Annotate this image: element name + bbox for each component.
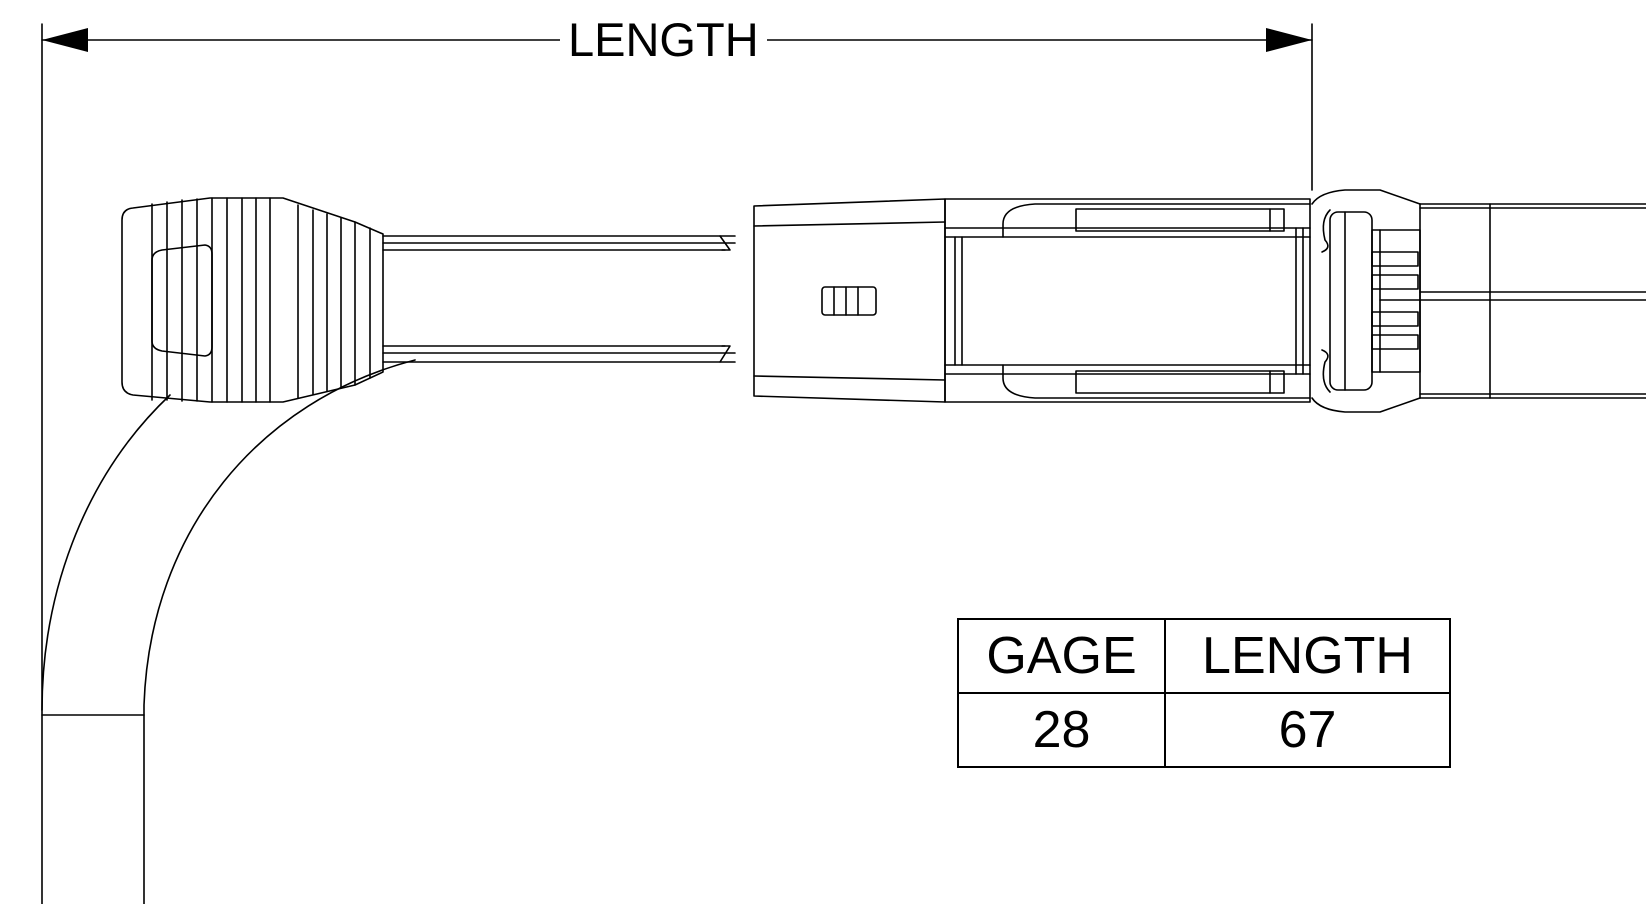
gage-value: 28 [957, 692, 1166, 768]
length-dimension-label: LENGTH [560, 12, 767, 68]
contact-fingers [1371, 229, 1421, 373]
cable-bend [41, 359, 416, 904]
spring-latch [1311, 189, 1421, 413]
pull-tab [121, 197, 384, 403]
right-arrowhead [1266, 28, 1312, 52]
length-header: LENGTH [1164, 618, 1451, 694]
spec-table-header-row: GAGE LENGTH [957, 618, 1451, 694]
grip-ridges [151, 197, 371, 403]
connector-body-right [1419, 203, 1646, 399]
length-value: 67 [1164, 692, 1451, 768]
spec-table: GAGE LENGTH 28 67 [957, 618, 1451, 768]
left-arrowhead [42, 28, 88, 52]
connector-housing [753, 198, 1311, 403]
latch-window [821, 286, 877, 316]
pull-strip [382, 235, 736, 363]
table-row: 28 67 [957, 692, 1451, 768]
gage-header: GAGE [957, 618, 1166, 694]
